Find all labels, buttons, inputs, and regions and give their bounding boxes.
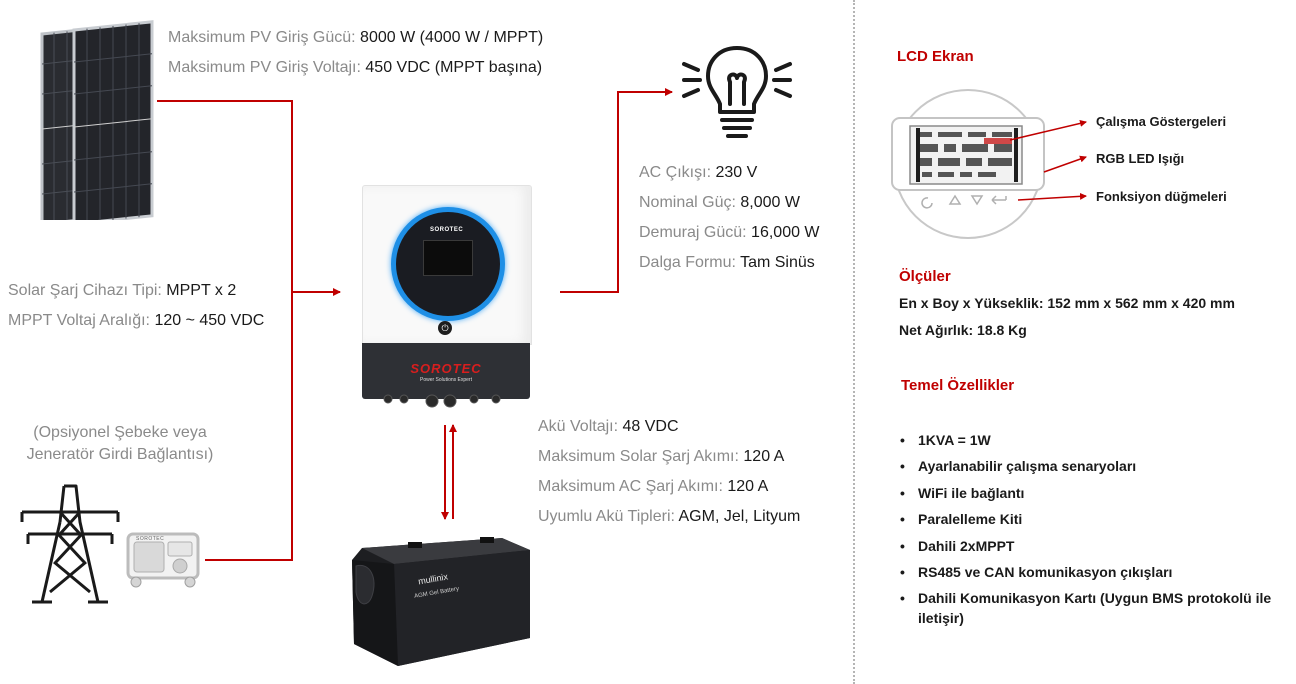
section-divider xyxy=(853,0,855,684)
battery-spec-row: Uyumlu Akü Tipleri: AGM, Jel, Lityum xyxy=(538,508,801,525)
battery-link-arrows xyxy=(441,424,457,520)
ac-output-line xyxy=(560,88,673,293)
callout-rgb-led: RGB LED Işığı xyxy=(1096,151,1185,166)
light-bulb-icon xyxy=(680,42,794,146)
dimensions-title: Ölçüler xyxy=(899,268,951,285)
battery-specs: Akü Voltajı: 48 VDC Maksimum Solar Şarj … xyxy=(538,412,800,532)
inverter-screen-brand: SOROTEC xyxy=(430,227,464,233)
grid-note-line2: Jeneratör Girdi Bağlantısı) xyxy=(26,446,214,463)
features-title: Temel Özellikler xyxy=(901,377,1015,394)
dimensions-weight: Net Ağırlık: 18.8 Kg xyxy=(899,322,1027,338)
feature-item: •RS485 ve CAN komunikasyon çıkışları xyxy=(900,564,1173,580)
feature-item: •Dahili 2xMPPT xyxy=(900,538,1015,554)
bullet: • xyxy=(900,564,905,580)
feature-item: •WiFi ile bağlantı xyxy=(900,485,1025,501)
inverter-connectors xyxy=(383,394,501,408)
feature-item: •Ayarlanabilir çalışma senaryoları xyxy=(900,458,1137,474)
inverter-image: SOROTEC ⏻ SOROTEC Power Solutions Expert xyxy=(362,185,532,408)
generator-image: SOROTEC xyxy=(122,528,202,590)
transmission-tower-icon xyxy=(18,482,122,606)
battery-spec-row: Akü Voltajı: 48 VDC xyxy=(538,418,679,435)
ac-spec-row: Demuraj Gücü: 16,000 W xyxy=(639,224,820,241)
inverter-tagline: Power Solutions Expert xyxy=(420,377,472,383)
battery-image: mullinix AGM Gel Battery xyxy=(348,526,534,670)
grid-input-note: (Opsiyonel Şebeke veya Jeneratör Girdi B… xyxy=(0,422,240,466)
charger-specs: Solar Şarj Cihazı Tipi: MPPT x 2 MPPT Vo… xyxy=(8,276,264,336)
callout-function-buttons: Fonksiyon düğmeleri xyxy=(1096,189,1227,204)
callout-operation-indicators: Çalışma Göstergeleri xyxy=(1096,114,1227,129)
battery-spec-row: Maksimum AC Şarj Akımı: 120 A xyxy=(538,478,769,495)
charger-spec-row: Solar Şarj Cihazı Tipi: MPPT x 2 xyxy=(8,282,237,299)
ac-spec-row: Dalga Formu: Tam Sinüs xyxy=(639,254,815,271)
solar-panel-image xyxy=(36,8,158,226)
bullet: • xyxy=(900,485,905,501)
battery-spec-row: Maksimum Solar Şarj Akımı: 120 A xyxy=(538,448,785,465)
grid-note-line1: (Opsiyonel Şebeke veya xyxy=(33,424,207,441)
pv-specs: Maksimum PV Giriş Gücü: 8000 W (4000 W /… xyxy=(168,23,543,83)
bullet: • xyxy=(900,432,905,448)
lcd-panel-image xyxy=(888,86,1048,242)
bullet: • xyxy=(900,538,905,554)
bullet: • xyxy=(900,458,905,474)
ac-spec-row: AC Çıkışı: 230 V xyxy=(639,164,758,181)
dimensions-size: En x Boy x Yükseklik: 152 mm x 562 mm x … xyxy=(899,295,1235,311)
pv-spec-row: Maksimum PV Giriş Gücü: 8000 W (4000 W /… xyxy=(168,29,544,46)
ac-specs: AC Çıkışı: 230 V Nominal Güç: 8,000 W De… xyxy=(639,158,820,278)
pv-spec-row: Maksimum PV Giriş Voltajı: 450 VDC (MPPT… xyxy=(168,59,543,76)
feature-item: •Dahili Komunikasyon Kartı (Uygun BMS pr… xyxy=(900,590,1272,626)
inverter-brand: SOROTEC xyxy=(410,361,482,376)
generator-brand: SOROTEC xyxy=(136,536,165,542)
feature-item: •1KVA = 1W xyxy=(900,432,991,448)
charger-spec-row: MPPT Voltaj Aralığı: 120 ~ 450 VDC xyxy=(8,312,265,329)
bullet: • xyxy=(900,590,905,606)
lcd-title: LCD Ekran xyxy=(897,48,974,65)
bullet: • xyxy=(900,511,905,527)
inverter-screen xyxy=(423,240,473,276)
ac-spec-row: Nominal Güç: 8,000 W xyxy=(639,194,800,211)
inverter-base xyxy=(362,343,530,399)
feature-item: •Paralelleme Kiti xyxy=(900,511,1023,527)
power-button-icon: ⏻ xyxy=(438,321,452,335)
pv-input-line xyxy=(157,100,341,561)
